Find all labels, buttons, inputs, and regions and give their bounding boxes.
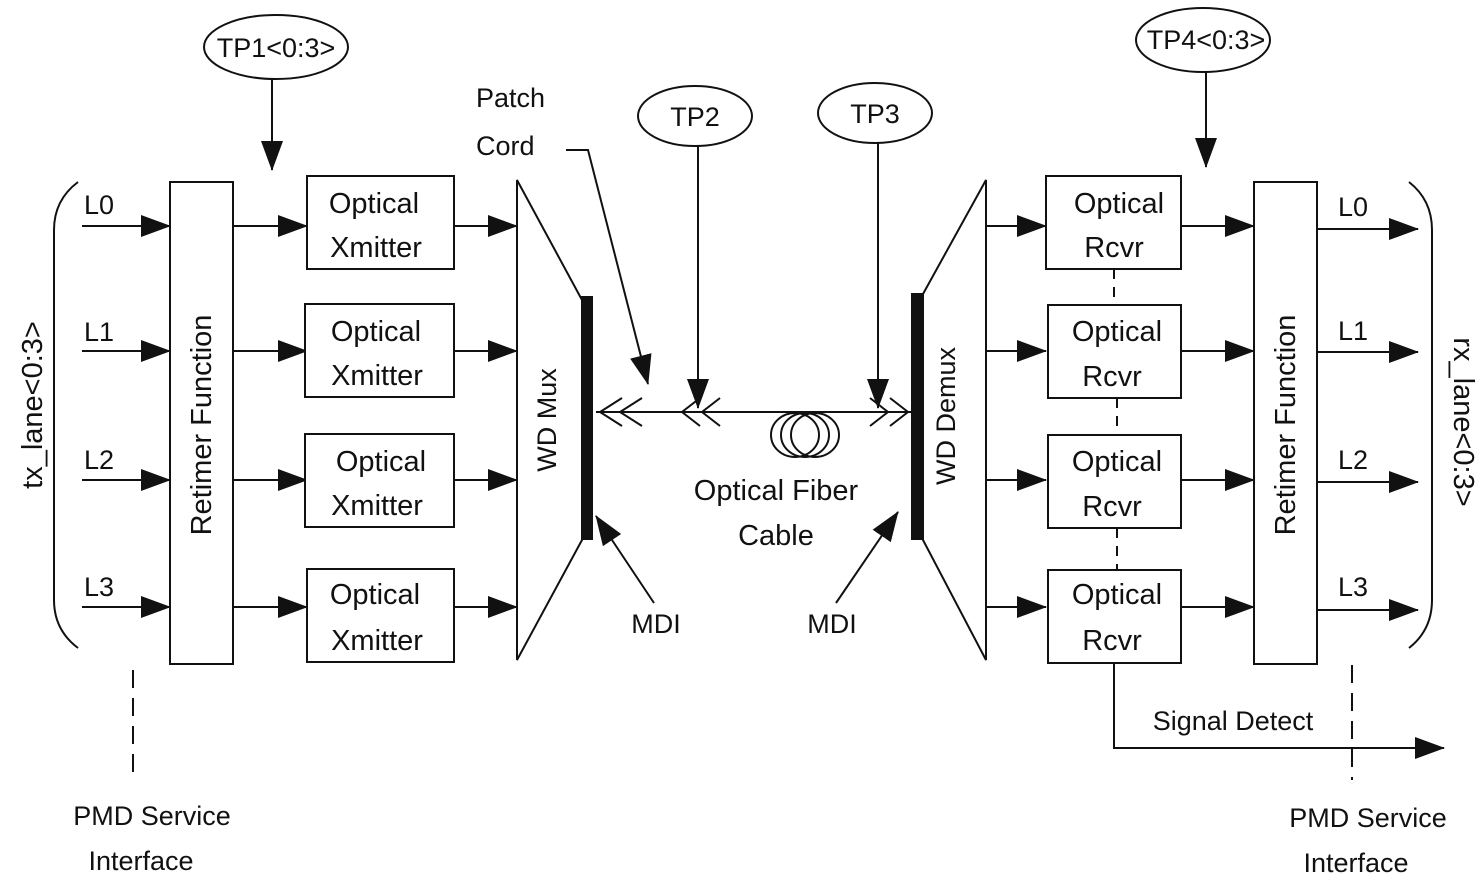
xmitter-box	[304, 303, 455, 398]
rcvr-box	[1047, 434, 1182, 529]
rx-lane-label-l1: L1	[1338, 316, 1368, 346]
pmd-right-line1: PMD Service	[1289, 803, 1447, 833]
xmitter-line2: Xmitter	[331, 625, 423, 657]
tx-lane-label-l3: L3	[84, 572, 114, 602]
pmd-right-line2: Interface	[1303, 848, 1408, 878]
rcvr-box	[1047, 304, 1182, 399]
wd-mux-label: WD Mux	[532, 368, 562, 472]
wd-demux-mdi-bar	[911, 293, 923, 540]
tp2-ellipse	[637, 85, 753, 147]
wd-mux-mdi-bar	[581, 296, 593, 540]
rcvr-box	[1047, 569, 1182, 664]
fiber-label-line2: Cable	[738, 520, 814, 552]
xmitter-line2: Xmitter	[330, 232, 422, 264]
rcvr-line2: Rcvr	[1082, 491, 1142, 523]
rcvr-line1: Optical	[1072, 446, 1162, 478]
rcvr-line1: Optical	[1074, 188, 1164, 220]
rcvr-line1: Optical	[1072, 316, 1162, 348]
left-connector-chevrons	[598, 397, 721, 427]
rcvr-1: Optical Rcvr	[1047, 304, 1182, 399]
xmitter-line1: Optical	[331, 316, 421, 348]
xmitter-line2: Xmitter	[331, 490, 423, 522]
rcvr-line2: Rcvr	[1082, 625, 1142, 657]
tp4-ellipse	[1135, 7, 1271, 73]
xmitter-line2: Xmitter	[331, 360, 423, 392]
fiber-coil-icon	[770, 412, 840, 458]
tp1-label: TP1<0:3>	[217, 33, 336, 63]
rx-lane-label-l0: L0	[1338, 192, 1368, 222]
xmitter-line1: Optical	[329, 188, 419, 220]
patch-cord-line1: Patch	[476, 83, 545, 113]
mdi-right-arrow	[835, 511, 899, 604]
patch-cord-leader	[566, 149, 652, 385]
tp3-ellipse	[817, 82, 933, 144]
fiber-label-line1: Optical Fiber	[694, 475, 859, 507]
wd-demux-label: WD Demux	[931, 347, 961, 486]
xmitter-box	[306, 175, 455, 270]
xmitter-line1: Optical	[330, 579, 420, 611]
tp4-label: TP4<0:3>	[1147, 25, 1266, 55]
rcvr-line2: Rcvr	[1084, 232, 1144, 264]
tx-retimer-box	[169, 181, 234, 665]
rcvr-2: Optical Rcvr	[1047, 434, 1182, 529]
tx-lane-label-l0: L0	[84, 190, 114, 220]
rx-retimer-label: Retimer Function	[1270, 315, 1302, 536]
pmd-left-line2: Interface	[88, 846, 193, 876]
xmitter-line1: Optical	[336, 446, 426, 478]
xmitter-3: Optical Xmitter	[306, 568, 455, 663]
xmitter-box	[304, 433, 455, 528]
rx-retimer-box	[1253, 181, 1318, 665]
rx-lane-label-l2: L2	[1338, 445, 1368, 475]
rcvr-line1: Optical	[1072, 579, 1162, 611]
rx-bus-bracket	[1408, 181, 1433, 649]
tx-bus-label: tx_lane<0:3>	[17, 321, 49, 489]
tx-lane-label-l2: L2	[84, 445, 114, 475]
rcvr-3: Optical Rcvr	[1047, 569, 1182, 664]
wd-demux-shape	[922, 179, 987, 661]
signal-detect-label: Signal Detect	[1153, 706, 1314, 736]
mdi-left-arrow	[595, 515, 655, 604]
mdi-right-label: MDI	[807, 609, 857, 639]
rcvr-line2: Rcvr	[1082, 361, 1142, 393]
patch-cord-line2: Cord	[476, 131, 535, 161]
rx-bus-label: rx_lane<0:3>	[1447, 337, 1479, 506]
tp2-label: TP2	[670, 102, 720, 132]
tx-retimer-label: Retimer Function	[186, 315, 218, 536]
mdi-left-label: MDI	[631, 609, 681, 639]
xmitter-box	[306, 568, 455, 663]
pmd-left-line1: PMD Service	[73, 801, 231, 831]
rx-lane-label-l3: L3	[1338, 572, 1368, 602]
rcvr-0: Optical Rcvr	[1045, 175, 1182, 270]
signal-detect-line	[1113, 663, 1445, 759]
xmitter-2: Optical Xmitter	[304, 433, 455, 528]
xmitter-1: Optical Xmitter	[304, 303, 455, 398]
tp1-ellipse	[203, 14, 349, 80]
tp3-label: TP3	[850, 99, 900, 129]
tx-lane-label-l1: L1	[84, 317, 114, 347]
xmitter-0: Optical Xmitter	[306, 175, 455, 270]
tx-bus-bracket	[53, 181, 79, 649]
